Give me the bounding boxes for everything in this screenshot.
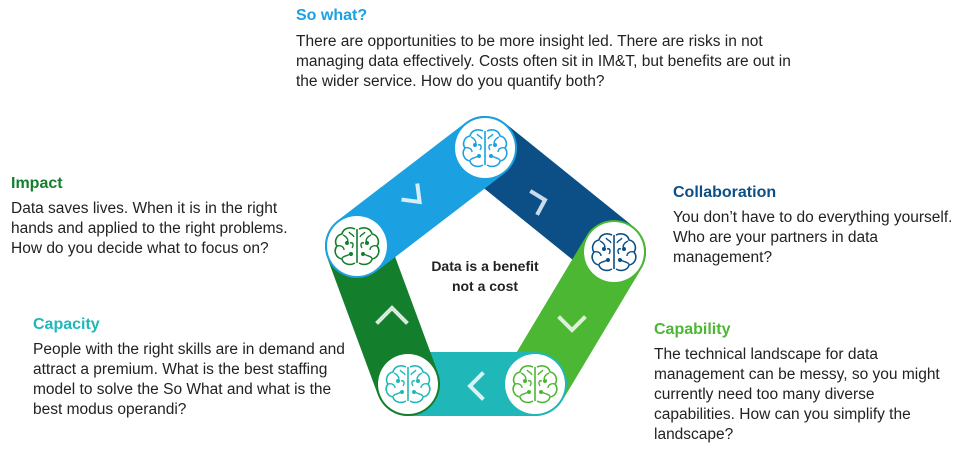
so-what-title: So what? bbox=[296, 7, 368, 24]
capability-title: Capability bbox=[654, 321, 731, 338]
capacity-title: Capacity bbox=[33, 316, 100, 333]
arrow-chevron-icon bbox=[557, 315, 587, 333]
arrow-chevron-icon bbox=[375, 305, 409, 325]
arrow-chevron-icon bbox=[401, 183, 422, 205]
brain-icon bbox=[512, 365, 558, 404]
section-capacity: Capacity People with the right skills ar… bbox=[33, 315, 353, 420]
section-collaboration: Collaboration You don’t have to do every… bbox=[673, 183, 958, 268]
brain-icon bbox=[591, 233, 637, 272]
collaboration-text: You don’t have to do everything yourself… bbox=[673, 209, 953, 266]
node-collaboration bbox=[584, 222, 644, 282]
node-impact bbox=[327, 216, 387, 276]
arrow-chevron-icon bbox=[529, 189, 548, 216]
arrow-chevron-icon bbox=[467, 371, 485, 401]
so-what-text: There are opportunities to be more insig… bbox=[296, 33, 791, 90]
section-so-what: So what? There are opportunities to be m… bbox=[296, 6, 796, 92]
node-so-what bbox=[455, 118, 515, 178]
brain-icon bbox=[334, 227, 380, 266]
section-impact: Impact Data saves lives. When it is in t… bbox=[11, 174, 296, 259]
node-capacity bbox=[378, 354, 438, 414]
brain-icon bbox=[462, 129, 508, 168]
section-capability: Capability The technical landscape for d… bbox=[654, 320, 954, 445]
impact-text: Data saves lives. When it is in the righ… bbox=[11, 200, 288, 257]
collaboration-title: Collaboration bbox=[673, 184, 777, 201]
brain-icon bbox=[385, 365, 431, 404]
center-label: Data is a benefit not a cost bbox=[431, 258, 539, 294]
capability-text: The technical landscape for data managem… bbox=[654, 346, 940, 443]
capacity-text: People with the right skills are in dema… bbox=[33, 341, 345, 418]
node-capability bbox=[505, 354, 565, 414]
impact-title: Impact bbox=[11, 175, 63, 192]
